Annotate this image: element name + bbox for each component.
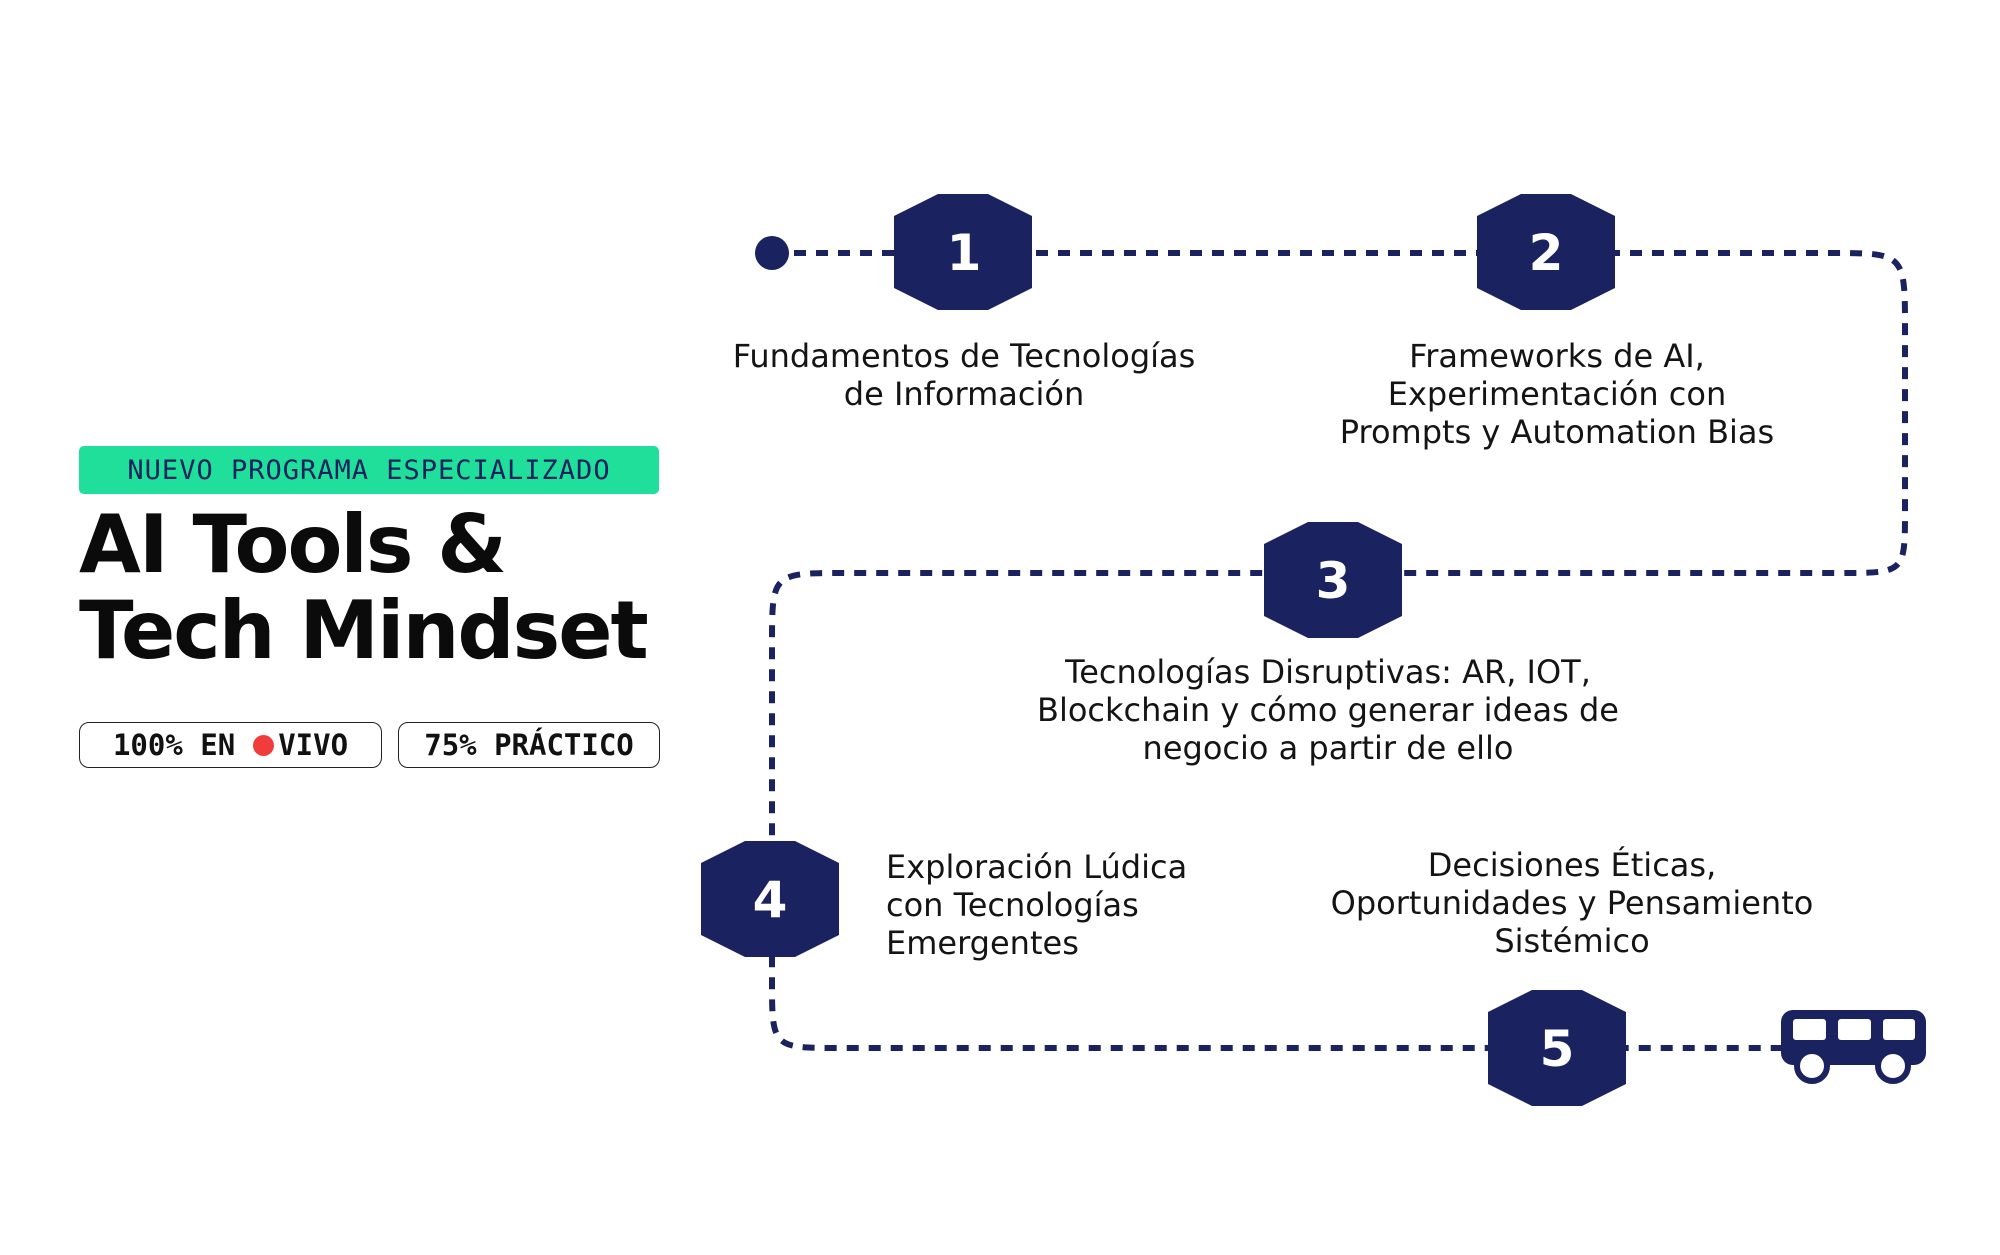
start-dot-icon	[755, 236, 789, 270]
step-5-line-3: Sistémico	[1494, 922, 1650, 960]
step-label-5: Decisiones Éticas, Oportunidades y Pensa…	[1292, 846, 1852, 960]
step-2-line-2: Experimentación con	[1387, 375, 1727, 413]
step-4-line-3: Emergentes	[886, 924, 1079, 962]
step-node-5: 5	[1488, 990, 1626, 1106]
step-3-line-3: negocio a partir de ello	[1142, 729, 1514, 767]
step-2-line-3: Prompts y Automation Bias	[1339, 413, 1775, 451]
live-pill-suffix: VIVO	[278, 728, 349, 762]
page-title: AI Tools & Tech Mindset	[79, 502, 719, 674]
step-number-3: 3	[1316, 552, 1351, 610]
live-dot-icon	[253, 734, 275, 756]
practice-pill: 75% PRÁCTICO	[398, 722, 660, 768]
step-node-1: 1	[894, 194, 1032, 310]
title-line-2: Tech Mindset	[79, 584, 649, 677]
step-1-line-2: de Información	[843, 375, 1085, 413]
step-3-line-1: Tecnologías Disruptivas: AR, IOT,	[1065, 653, 1591, 691]
step-2-line-1: Frameworks de AI,	[1409, 337, 1705, 375]
step-node-2: 2	[1477, 194, 1615, 310]
step-label-3: Tecnologías Disruptivas: AR, IOT, Blockc…	[978, 653, 1678, 767]
step-label-1: Fundamentos de Tecnologías de Informació…	[694, 337, 1234, 413]
step-node-3: 3	[1264, 522, 1402, 638]
step-label-4: Exploración Lúdica con Tecnologías Emerg…	[886, 848, 1266, 962]
step-1-line-1: Fundamentos de Tecnologías	[732, 337, 1196, 375]
step-4-line-2: con Tecnologías	[886, 886, 1139, 924]
step-node-4: 4	[701, 841, 839, 957]
step-3-line-2: Blockchain y cómo generar ideas de	[1037, 691, 1619, 729]
step-number-2: 2	[1529, 224, 1564, 282]
live-pill: 100% EN VIVO	[79, 722, 382, 768]
step-number-5: 5	[1540, 1020, 1575, 1078]
step-5-line-1: Decisiones Éticas,	[1427, 846, 1717, 884]
title-line-1: AI Tools &	[79, 498, 507, 591]
program-badge: NUEVO PROGRAMA ESPECIALIZADO	[79, 446, 659, 494]
bus-icon	[1781, 1010, 1926, 1084]
live-pill-prefix: 100% EN	[112, 728, 236, 762]
step-5-line-2: Oportunidades y Pensamiento	[1330, 884, 1814, 922]
step-number-4: 4	[753, 871, 788, 929]
step-number-1: 1	[947, 224, 982, 282]
step-4-line-1: Exploración Lúdica	[886, 848, 1188, 886]
step-label-2: Frameworks de AI, Experimentación con Pr…	[1287, 337, 1827, 451]
